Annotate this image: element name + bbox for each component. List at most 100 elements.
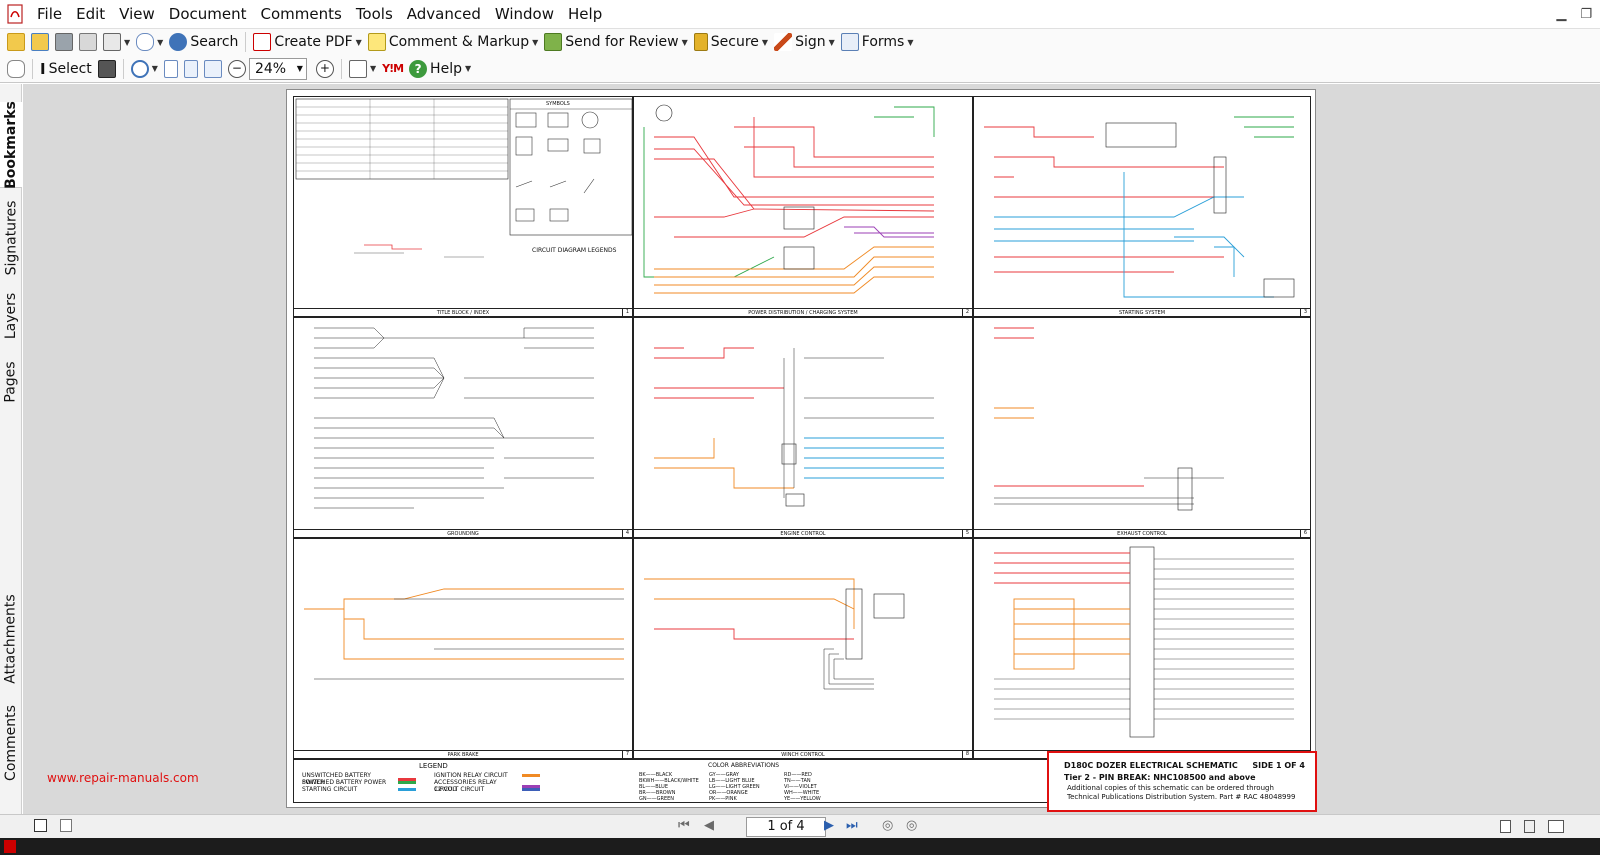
abbr-name: BLACK/WHITE — [664, 778, 699, 784]
menu-edit[interactable]: Edit — [76, 5, 106, 23]
comment-markup-button[interactable]: Comment & Markup ▼ — [365, 30, 541, 54]
save-button[interactable] — [52, 30, 76, 54]
lock-icon — [693, 33, 708, 51]
continuous-layout-icon[interactable] — [1524, 820, 1535, 833]
zoom-tool-button[interactable]: ▼ — [128, 57, 161, 81]
abbr-name: LIGHT BLUE — [725, 778, 755, 784]
zoom-in-icon: + — [315, 59, 334, 78]
toolbar-divider — [32, 58, 33, 79]
menu-bar: File Edit View Document Comments Tools A… — [0, 0, 1600, 28]
page-thumb-icon[interactable] — [60, 819, 72, 832]
page-number-input[interactable]: 1 of 4 — [746, 817, 826, 837]
select-label: Select — [48, 60, 92, 77]
text-cursor-icon: I — [40, 59, 46, 78]
menu-file[interactable]: File — [37, 5, 63, 23]
sign-button[interactable]: Sign ▼ — [771, 30, 838, 54]
legend-strip: LEGEND UNSWITCHED BATTERY POWER SWITCHED… — [293, 759, 1311, 803]
open-button[interactable] — [4, 30, 28, 54]
legend-item: STARTING CIRCUIT — [302, 786, 416, 793]
menu-window[interactable]: Window — [494, 5, 555, 23]
toolbar-divider — [122, 58, 124, 79]
acrobat-taskbar-icon[interactable] — [4, 840, 16, 853]
fit-page-button[interactable] — [181, 57, 201, 81]
navigation-toolbar: I Select ▼ − 24% ▼ + ▼ Y!M ? Help ▼ — [0, 55, 1600, 83]
document-pane[interactable]: SYMBOLS CIRCUIT DIAGRAM LEGENDS TITLE BL… — [23, 84, 1600, 814]
fit-width-button[interactable] — [201, 57, 225, 81]
menu-advanced[interactable]: Advanced — [406, 5, 481, 23]
yahoo-button[interactable]: Y!M — [379, 57, 406, 81]
chevron-down-icon: ▼ — [828, 37, 835, 47]
fit-width-icon — [203, 59, 222, 78]
tab-attachments[interactable]: Attachments — [0, 584, 22, 694]
acrobat-app-icon[interactable] — [6, 4, 24, 24]
fit-page-icon — [183, 59, 198, 78]
ucm-wiring — [994, 546, 1294, 738]
last-page-button[interactable]: ⏭ — [846, 818, 858, 833]
page-view-icon[interactable] — [34, 819, 47, 832]
chevron-down-icon[interactable]: ▼ — [296, 63, 303, 73]
schematic-title-block: D180C DOZER ELECTRICAL SCHEMATIC SIDE 1 … — [1047, 751, 1317, 812]
hand-tool-button[interactable] — [4, 57, 28, 81]
zoom-out-button[interactable]: − — [225, 57, 249, 81]
tab-pages[interactable]: Pages — [0, 352, 22, 412]
abbr-name: BLACK — [655, 772, 673, 778]
prev-page-button[interactable]: ◀ — [704, 818, 714, 833]
cell-number: 1 — [622, 308, 632, 316]
tab-bookmarks[interactable]: Bookmarks — [0, 101, 22, 188]
attach-button[interactable]: ▼ — [133, 30, 166, 54]
menu-tools[interactable]: Tools — [355, 5, 393, 23]
first-page-button[interactable]: ⏮ — [678, 818, 690, 833]
restore-icon[interactable]: ❐ — [1580, 6, 1592, 22]
tab-label: Pages — [3, 361, 19, 403]
menu-view[interactable]: View — [119, 5, 155, 23]
next-page-button[interactable]: ▶ — [824, 818, 834, 833]
color-abbr-entry: OR——ORANGE — [709, 790, 748, 796]
organizer-button[interactable] — [28, 30, 52, 54]
chevron-down-icon: ▼ — [464, 64, 472, 73]
yahoo-icon: Y!M — [382, 62, 404, 75]
send-review-button[interactable]: Send for Review ▼ — [541, 30, 691, 54]
create-pdf-button[interactable]: Create PDF ▼ — [250, 30, 364, 54]
forms-button[interactable]: Forms ▼ — [838, 30, 917, 54]
snapshot-button[interactable] — [95, 57, 119, 81]
legend-item: IGNITION RELAY CIRCUIT — [434, 772, 540, 779]
email-button[interactable]: ▼ — [100, 30, 133, 54]
menu-document[interactable]: Document — [168, 5, 247, 23]
menu-comments[interactable]: Comments — [260, 5, 342, 23]
tab-layers[interactable]: Layers — [0, 288, 22, 344]
rotate-button[interactable]: ▼ — [346, 57, 379, 81]
schematic-cell-power-distribution: POWER DISTRIBUTION / CHARGING SYSTEM 2 — [633, 96, 973, 317]
next-view-button[interactable]: ◎ — [906, 818, 918, 833]
menu-help[interactable]: Help — [568, 5, 603, 23]
side-indicator: SIDE 1 OF 4 — [1252, 761, 1305, 770]
print-button[interactable] — [76, 30, 100, 54]
actual-size-button[interactable] — [161, 57, 181, 81]
secure-button[interactable]: Secure ▼ — [691, 30, 771, 54]
schematic-cell-grounding: GROUNDING 4 — [293, 317, 633, 538]
save-disk-icon — [55, 33, 73, 51]
single-page-layout-icon[interactable] — [1500, 820, 1511, 833]
power-distribution-wiring — [643, 104, 935, 294]
zoom-in-button[interactable]: + — [313, 57, 337, 81]
help-button[interactable]: ? Help ▼ — [406, 57, 474, 81]
schematic-cell-exhaust-control: EXHAUST CONTROL 6 — [973, 317, 1311, 538]
legend-swatch — [522, 774, 540, 777]
paperclip-icon — [136, 33, 155, 51]
tab-label: Layers — [3, 292, 20, 340]
symbols-title: SYMBOLS — [546, 101, 570, 107]
cell-number: 2 — [962, 308, 972, 316]
color-abbr-entry: LB——LIGHT BLUE — [709, 778, 755, 784]
tab-label: Comments — [3, 705, 20, 781]
printer-icon — [79, 33, 97, 51]
select-tool-button[interactable]: I Select — [37, 57, 95, 81]
zoom-input[interactable]: 24% ▼ — [248, 57, 307, 80]
color-abbr-entry: VI——VIOLET — [784, 784, 817, 790]
facing-layout-icon[interactable] — [1548, 820, 1564, 833]
schematic-cell-engine-control: ENGINE CONTROL 5 — [633, 317, 973, 538]
tab-signatures[interactable]: Signatures — [0, 196, 22, 280]
legend-swatch — [522, 784, 540, 788]
minimize-icon[interactable]: ▁ — [1556, 6, 1567, 22]
tab-comments[interactable]: Comments — [0, 698, 22, 788]
search-button[interactable]: Search — [166, 30, 241, 54]
previous-view-button[interactable]: ◎ — [882, 818, 894, 833]
